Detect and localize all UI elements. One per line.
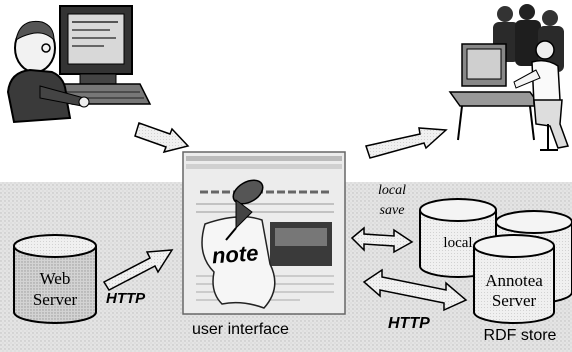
web-server-label-line1: Web (40, 269, 71, 288)
local-store-label: local (443, 235, 472, 251)
note-paper (201, 216, 276, 309)
user-interface-label: user interface (192, 321, 289, 338)
rdf-store-label: RDF store (484, 327, 557, 344)
user-at-computer-icon (6, 5, 152, 124)
database-icon (13, 234, 97, 324)
arrow-interface-local (350, 226, 414, 254)
http-right-label: HTTP (388, 315, 430, 332)
arrow-interface-annotea (362, 268, 468, 312)
annotea-server-label-line1: Annotea (485, 271, 543, 290)
arrow-interface-to-group (365, 127, 448, 159)
local-save-label-line2: save (380, 203, 405, 218)
annotea-server-label-line2: Server (492, 291, 537, 310)
arrow-webserver-to-interface (102, 249, 174, 291)
web-server-label-line2: Server (33, 290, 78, 309)
http-left-label: HTTP (106, 290, 146, 307)
arrow-user-to-interface (134, 122, 190, 154)
local-save-label-line1: local (378, 183, 406, 198)
pushpin-icon (225, 179, 264, 241)
note-label: note (211, 240, 259, 268)
database-icon (473, 234, 555, 324)
group-at-computer-icon (448, 4, 570, 151)
